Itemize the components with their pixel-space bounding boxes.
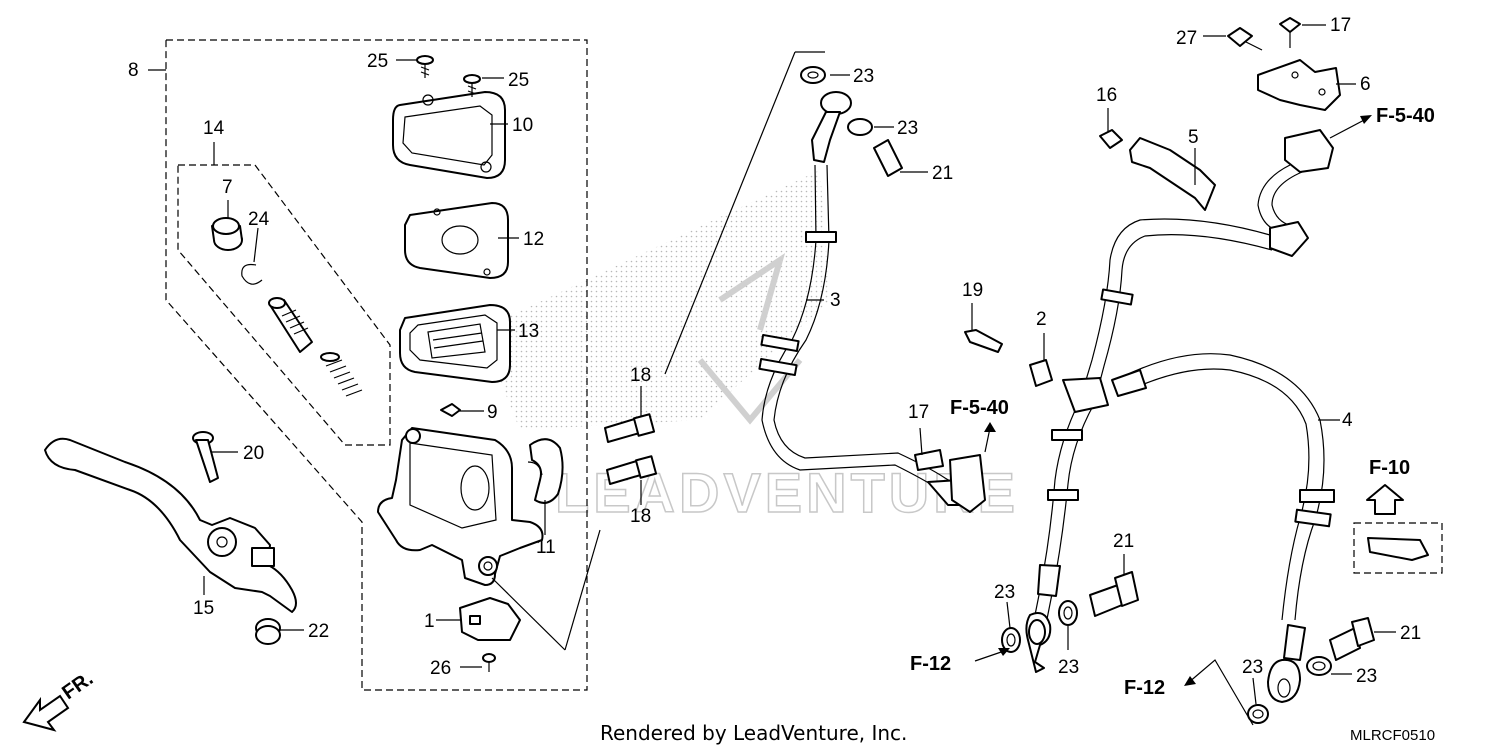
cap-screw-25b — [463, 74, 481, 97]
callout-21-mid: 21 — [1113, 531, 1134, 552]
callout-leaders — [212, 59, 973, 631]
callout-18-lower: 18 — [630, 506, 651, 527]
callout-3: 3 — [830, 290, 841, 311]
banjo-bolt-lower-left — [1089, 554, 1139, 617]
brake-switch — [436, 597, 521, 641]
piston-cup — [211, 217, 243, 251]
callout-1: 1 — [424, 611, 435, 632]
callout-25-left: 25 — [367, 51, 388, 72]
callout-15: 15 — [193, 598, 214, 619]
sealing-washers — [1001, 600, 1352, 724]
ref-f10: F-10 — [1369, 457, 1410, 479]
hose-clip — [1029, 333, 1053, 387]
callout-17-mid: 17 — [908, 402, 929, 423]
reference-labels: F-5-40 F-5-40 F-10 F-12 F-12 FR. — [58, 105, 1435, 704]
callout-21-top: 21 — [932, 163, 953, 184]
callout-20: 20 — [243, 443, 264, 464]
master-cylinder-kit-outline — [148, 39, 588, 691]
hose-stay — [1129, 137, 1216, 211]
callout-4: 4 — [1342, 410, 1353, 431]
spring — [320, 352, 363, 397]
pivot-nut — [255, 618, 281, 645]
reservoir-cap — [392, 91, 506, 179]
ref-f540-mid: F-5-40 — [950, 397, 1009, 419]
piston-set-outline — [177, 142, 391, 446]
callout-25-right: 25 — [508, 70, 529, 91]
diagram-code: MLRCF0510 — [1350, 727, 1435, 744]
clip — [440, 403, 461, 417]
callout-14: 14 — [203, 118, 225, 139]
joint-bolt-27 — [1203, 27, 1263, 51]
reservoir-plate — [404, 202, 509, 279]
holder-bolt-lower — [606, 455, 658, 505]
holder-bolt-upper — [604, 386, 656, 443]
callout-19: 19 — [962, 280, 983, 301]
diaphragm — [399, 304, 511, 383]
brake-hose-lower — [1025, 129, 1340, 703]
ref-f12-right: F-12 — [1124, 677, 1165, 699]
piston — [268, 297, 313, 353]
callout-16: 16 — [1096, 85, 1117, 106]
clip-bolt — [964, 329, 1003, 353]
callout-12: 12 — [523, 229, 544, 250]
callout-23-mid: 23 — [1058, 657, 1079, 678]
ref-f12-left: F-12 — [910, 653, 951, 675]
joint-bolt-17 — [1279, 17, 1326, 48]
f12-arrows — [974, 648, 1254, 726]
rendered-by-text: Rendered by LeadVenture, Inc. — [600, 721, 907, 745]
callout-18-upper: 18 — [630, 365, 651, 386]
callout-labels: 1 2 3 4 5 6 7 8 9 10 11 12 13 14 15 16 1… — [128, 15, 1421, 687]
hose-joint-bracket — [1257, 59, 1356, 111]
callout-26: 26 — [430, 658, 451, 679]
switch-screw — [460, 653, 496, 672]
callout-8: 8 — [128, 60, 139, 81]
callout-7: 7 — [222, 177, 233, 198]
callout-13: 13 — [518, 321, 539, 342]
callout-9: 9 — [487, 402, 498, 423]
pivot-bolt — [192, 431, 219, 483]
callout-23-top: 23 — [853, 66, 874, 87]
callout-5: 5 — [1188, 127, 1199, 148]
callout-23-lower: 23 — [1242, 657, 1263, 678]
callout-23-right: 23 — [1356, 666, 1377, 687]
leader-lines — [491, 51, 825, 651]
callout-10: 10 — [512, 115, 533, 136]
f540-top-arrow — [1329, 115, 1372, 139]
callout-22: 22 — [308, 621, 329, 642]
holder — [527, 438, 564, 535]
callout-2: 2 — [1036, 309, 1047, 330]
brake-lever — [44, 437, 297, 613]
master-cylinder-body — [377, 427, 544, 586]
callout-23-top2: 23 — [897, 118, 918, 139]
callout-21-right: 21 — [1400, 623, 1421, 644]
f10-reference — [1353, 484, 1443, 574]
watermark: LEADVENTURE — [480, 170, 1016, 525]
cap-screw-25a — [416, 55, 434, 78]
stay-bolt — [1099, 108, 1123, 149]
callout-11: 11 — [536, 537, 556, 558]
callout-23-left: 23 — [994, 582, 1015, 603]
callout-27: 27 — [1176, 28, 1197, 49]
banjo-bolt-lower-right — [1329, 617, 1396, 661]
ref-f540-top: F-5-40 — [1376, 105, 1435, 127]
callout-6: 6 — [1360, 74, 1371, 95]
circlip — [241, 263, 263, 285]
front-arrow — [22, 694, 70, 732]
ref-fr: FR. — [58, 668, 97, 705]
callout-17-top: 17 — [1330, 15, 1351, 36]
callout-24: 24 — [248, 209, 270, 230]
hose-bracket-mid — [914, 422, 996, 513]
